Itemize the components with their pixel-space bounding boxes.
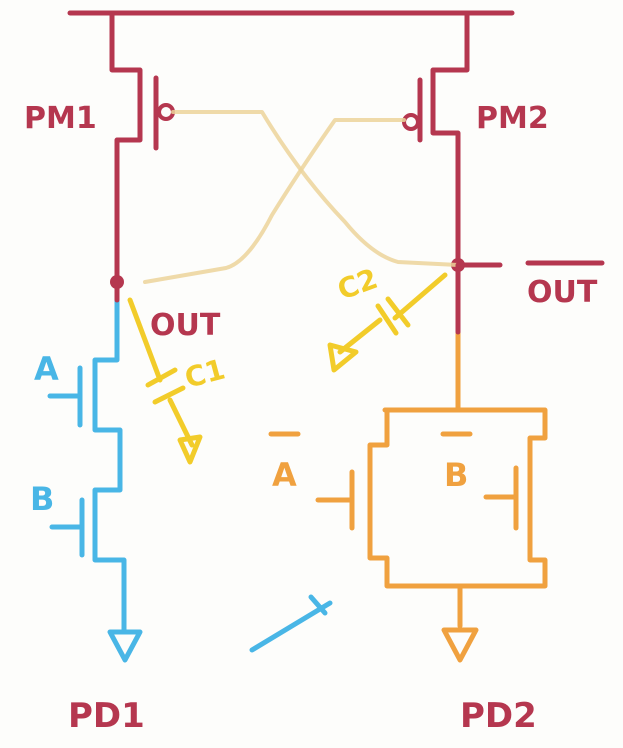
- pmos1-transistor: [109, 10, 175, 281]
- cap1-label: C1: [181, 353, 228, 395]
- input-a-label: A: [34, 350, 59, 388]
- pd1-ground-symbol: [107, 629, 143, 663]
- input-a-bar-label: A: [272, 456, 297, 494]
- pmos1-gate-bubble: [157, 103, 175, 121]
- out-label: OUT: [150, 308, 221, 343]
- pd2-ground-symbol: [441, 627, 479, 663]
- out-bar-label: OUT: [527, 275, 598, 310]
- cap2-label: C2: [333, 262, 382, 307]
- pmos2-transistor: [402, 10, 470, 268]
- cross-coupling-wires: [143, 110, 460, 284]
- capacitor-c2: [327, 272, 448, 373]
- capacitor-c1: [127, 297, 203, 465]
- pd2-label: PD2: [460, 696, 537, 736]
- pulldown-network-1: [47, 297, 143, 663]
- pmos1-label: PM1: [24, 101, 97, 136]
- stray-mark: [249, 594, 333, 653]
- input-b-label: B: [30, 480, 54, 518]
- pmos2-gate-bubble: [402, 113, 420, 131]
- input-b-bar-label: B: [444, 456, 468, 494]
- pulldown-network-2: [315, 329, 548, 663]
- pmos2-label: PM2: [476, 101, 549, 136]
- pd1-label: PD1: [68, 696, 145, 736]
